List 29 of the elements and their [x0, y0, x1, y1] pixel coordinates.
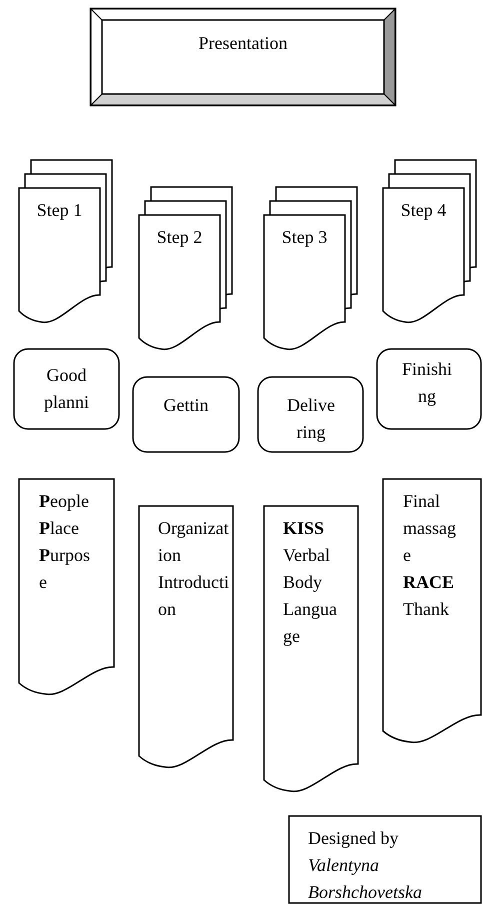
credit-text: Valentyna Borshchovetska — [308, 854, 423, 904]
note-text: Organization Introduction — [158, 517, 230, 621]
document-shape — [138, 505, 234, 768]
stage-label: Delivering — [286, 394, 336, 444]
stage-label: Good planni — [43, 364, 90, 414]
stage-box — [132, 376, 240, 453]
document-shape — [18, 478, 115, 695]
document-stack — [263, 186, 359, 350]
step-label: Step 2 — [156, 226, 204, 249]
stage-box — [13, 348, 120, 430]
stage-box — [257, 376, 364, 453]
step-label: Step 4 — [400, 199, 448, 222]
document-stack — [382, 159, 478, 323]
credit-box — [288, 815, 482, 904]
note-text: People Place Purpose — [39, 490, 90, 594]
stage-label: Gettin — [162, 394, 210, 417]
step-label: Step 3 — [280, 226, 328, 249]
stage-box — [376, 348, 482, 430]
document-shape — [263, 505, 359, 792]
note-text: KISS Verbal Body Language — [283, 517, 337, 648]
title-box — [90, 8, 396, 106]
note-text: Final massage RACE Thank — [403, 490, 457, 621]
stage-label: Finishing — [400, 358, 454, 408]
title-text: Presentation — [198, 32, 288, 55]
document-stack — [18, 159, 114, 323]
document-stack — [138, 186, 234, 350]
document-shape — [382, 478, 482, 743]
step-label: Step 1 — [36, 199, 84, 222]
credit-text: Designed by — [308, 827, 400, 850]
